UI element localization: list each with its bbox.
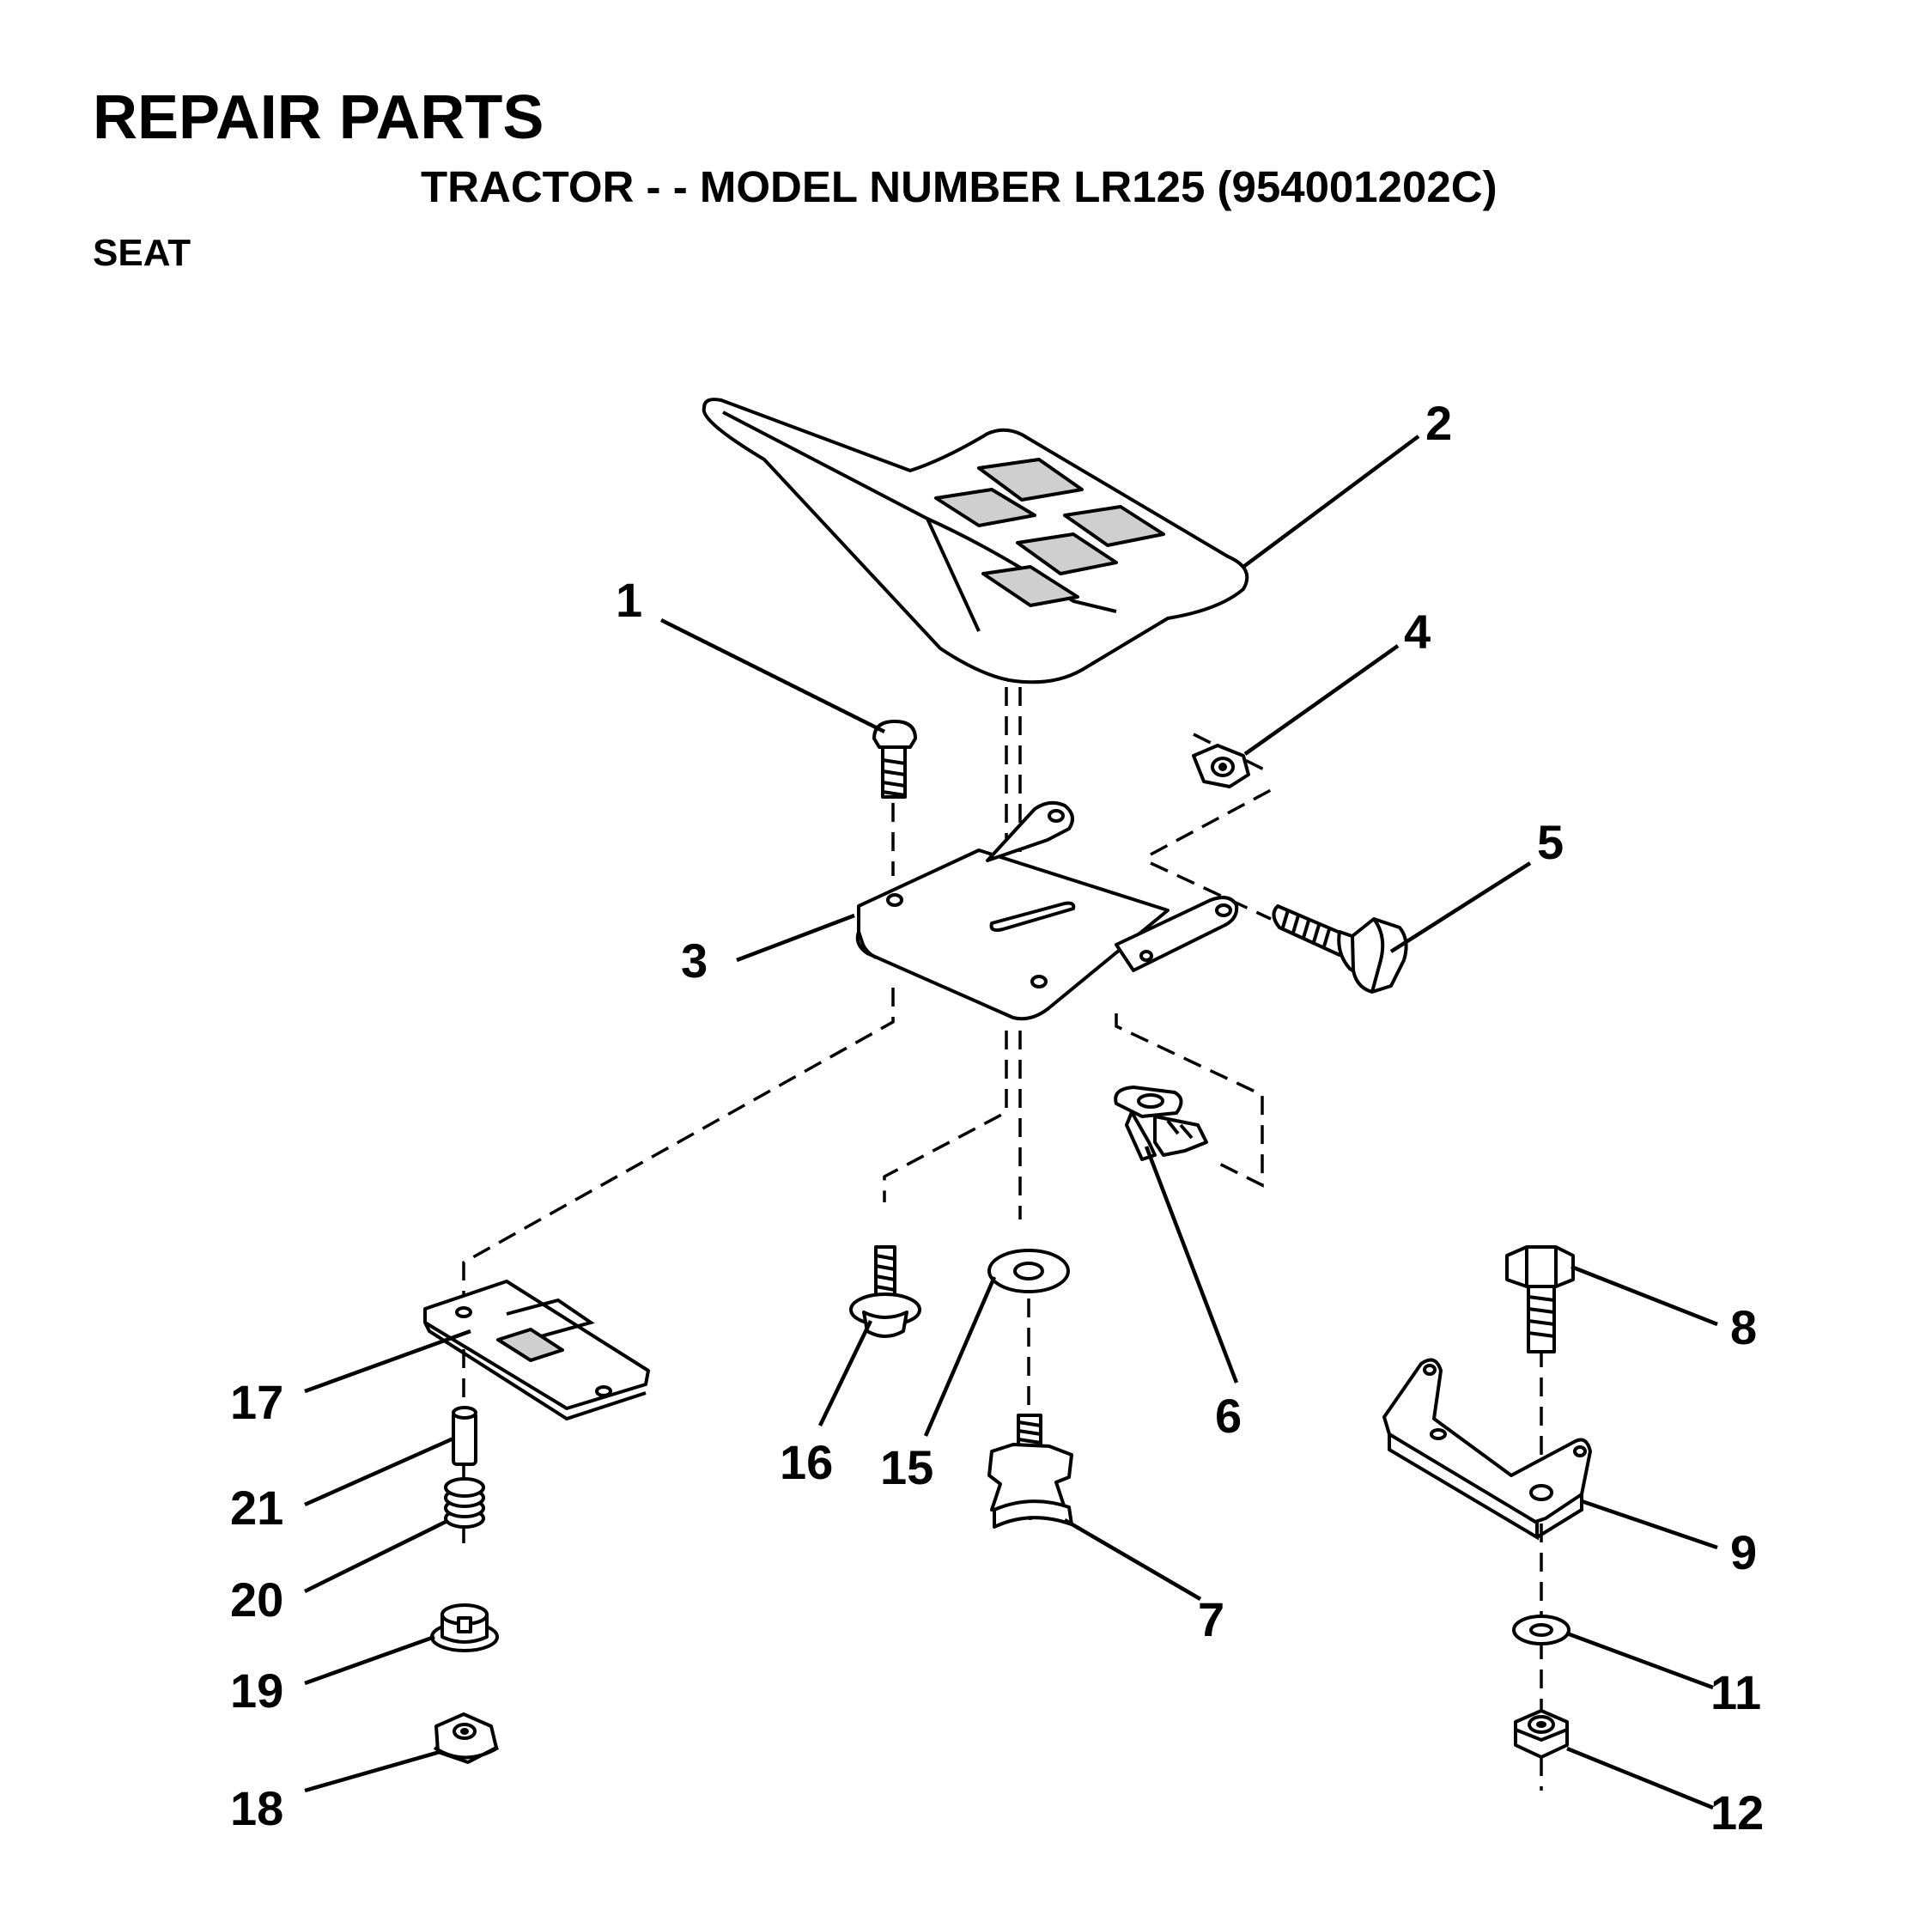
callout-1: 1 [616,573,642,627]
part-4-hex-nut [1192,744,1250,788]
callout-12: 12 [1710,1785,1764,1840]
callout-3: 3 [681,934,708,988]
part-11-washer [1512,1615,1571,1645]
part-16-shoulder-bolt [849,1245,921,1338]
part-5-hex-bolt [1272,904,1408,994]
part-18-flange-nut [433,1712,500,1764]
seat-grip-pads [934,458,1165,607]
callout-21: 21 [230,1481,283,1535]
callout-4: 4 [1404,605,1431,659]
callout-7: 7 [1198,1592,1224,1646]
callout-16: 16 [780,1435,833,1489]
part-1-carriage-bolt [872,720,917,799]
callout-17: 17 [230,1375,283,1429]
part-21-pin [452,1406,477,1466]
callout-20: 20 [230,1572,283,1627]
part-3-seat-plate [855,800,1239,1021]
callout-6: 6 [1215,1389,1242,1443]
part-8-hex-bolt [1505,1245,1575,1353]
callout-15: 15 [880,1440,933,1494]
callout-11: 11 [1710,1665,1761,1719]
page-title: REPAIR PARTS [93,83,544,152]
part-9-bracket [1382,1358,1592,1541]
callout-numbers: 1 2 3 4 5 6 7 8 9 11 12 15 16 17 18 19 2… [230,396,1764,1840]
callout-5: 5 [1537,815,1564,869]
callout-2: 2 [1425,396,1452,450]
part-15-washer [987,1249,1070,1293]
callout-18: 18 [230,1781,283,1835]
part-12-lock-nut [1514,1709,1569,1759]
part-20-spring [444,1477,485,1529]
callout-9: 9 [1730,1525,1757,1579]
callout-19: 19 [230,1663,283,1718]
part-19-bushing [430,1603,499,1652]
part-7-knob [987,1414,1073,1529]
section-label: SEAT [93,232,191,274]
part-6-clip [1114,1086,1208,1161]
part-2-seat [702,398,1249,684]
part-17-latch-plate [423,1280,650,1421]
model-subtitle: TRACTOR - - MODEL NUMBER LR125 (95400120… [421,162,1498,211]
leader-lines [304,435,1718,1810]
callout-8: 8 [1730,1300,1757,1354]
